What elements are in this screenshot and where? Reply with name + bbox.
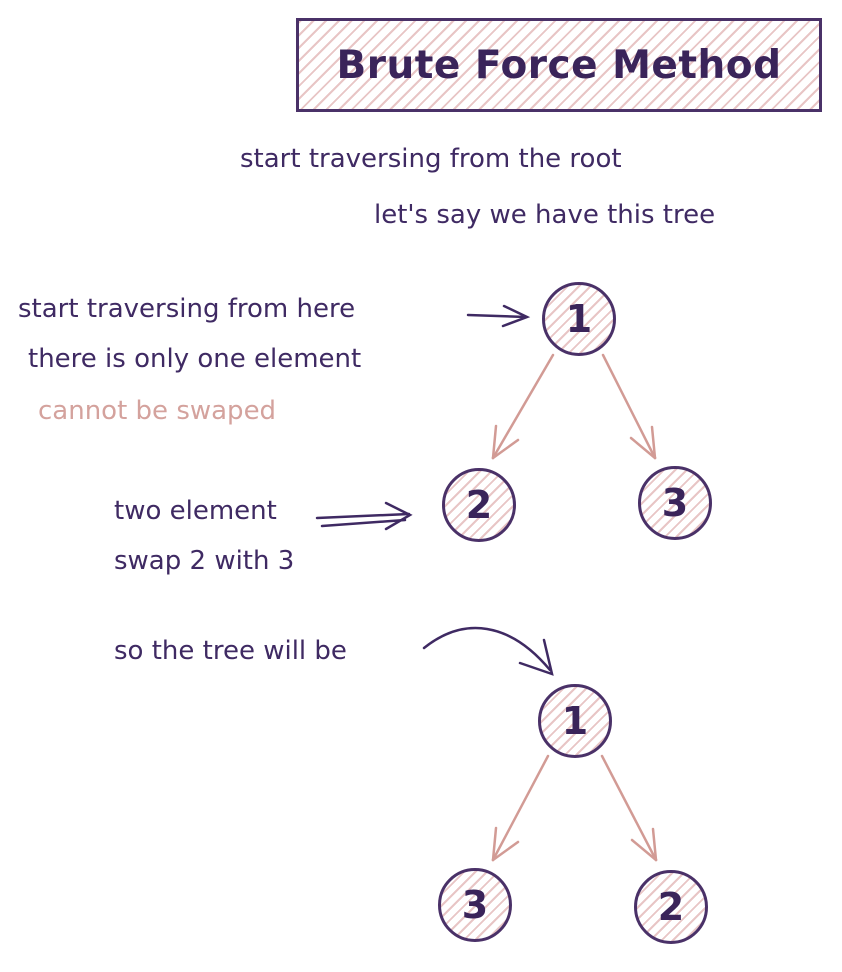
tree-after-left-label: 3 — [461, 883, 489, 927]
intro-line-2: let's say we have this tree — [374, 200, 716, 230]
children-pointer-arrow — [315, 501, 413, 531]
title-box: Brute Force Method — [296, 18, 822, 112]
tree-after-root-label: 1 — [561, 699, 589, 743]
diagram-title: Brute Force Method — [336, 42, 782, 88]
tree-after-left-node: 3 — [438, 868, 512, 942]
result-pointer-arrow — [422, 626, 554, 676]
root-pointer-arrow — [466, 304, 531, 328]
children-note-2: swap 2 with 3 — [114, 546, 295, 576]
tree-before-right-node: 3 — [638, 466, 712, 540]
tree-before-root-label: 1 — [565, 297, 593, 341]
result-pointer-text: so the tree will be — [114, 636, 347, 666]
tree-before-right-label: 3 — [661, 481, 689, 525]
tree-before-edges — [491, 353, 657, 460]
root-note-muted: cannot be swaped — [38, 396, 277, 426]
root-note: there is only one element — [28, 344, 362, 374]
tree-before-left-label: 2 — [465, 483, 493, 527]
tree-after-right-label: 2 — [657, 885, 685, 929]
tree-after-edges — [491, 754, 658, 862]
tree-after-right-node: 2 — [634, 870, 708, 944]
tree-after-root-node: 1 — [538, 684, 612, 758]
tree-before-root-node: 1 — [542, 282, 616, 356]
root-pointer-text: start traversing from here — [18, 294, 356, 324]
intro-line-1: start traversing from the root — [240, 144, 622, 174]
tree-before-left-node: 2 — [442, 468, 516, 542]
children-note-1: two element — [114, 496, 277, 526]
